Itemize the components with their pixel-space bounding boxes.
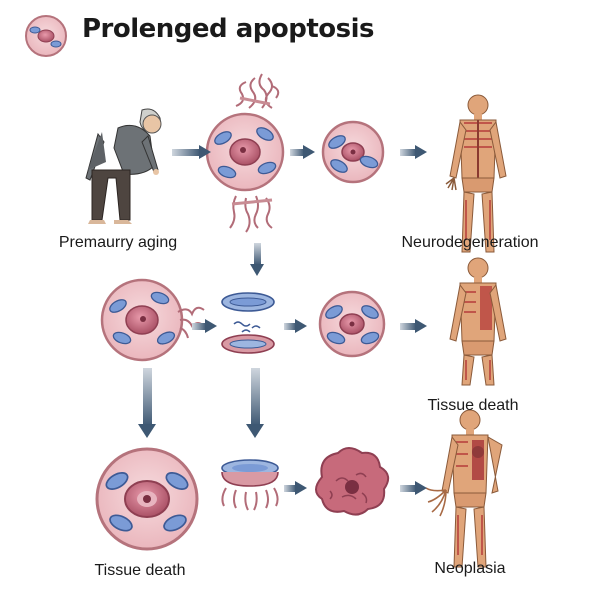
arrow-aging-to-cell xyxy=(172,145,211,159)
cell-top-left-healthy xyxy=(205,112,285,192)
label-premature-aging: Premaurry aging xyxy=(58,234,178,251)
arrow-cell-to-neuro xyxy=(400,145,427,159)
page-title: Prolenged apoptosis xyxy=(82,14,375,44)
cell-middle-left xyxy=(100,278,184,362)
cell-bottom-left-large xyxy=(95,447,199,551)
arrow-midleft-to-fragments xyxy=(192,319,217,333)
arrow-tumor-to-neoplasia xyxy=(400,481,427,495)
arrow-down-top-to-fragments xyxy=(250,243,264,276)
title-cell-icon xyxy=(25,15,67,57)
fragment-cluster-bottom xyxy=(229,195,273,233)
arrow-down-left xyxy=(138,368,156,438)
arrow-cell-to-cell-top xyxy=(290,145,315,159)
human-figure-tissue-death xyxy=(449,257,507,386)
label-neoplasia: Neoplasia xyxy=(434,560,506,577)
cell-middle-center xyxy=(318,290,386,358)
arrow-down-middle xyxy=(246,368,264,438)
tumor-mass xyxy=(315,447,390,516)
arrow-cup-to-tumor xyxy=(284,481,307,495)
label-tissue-death-right: Tissue death xyxy=(427,397,519,414)
arrow-midcell-to-tissue xyxy=(400,319,427,333)
label-tissue-death-left: Tissue death xyxy=(94,562,186,579)
human-figure-neoplasia xyxy=(425,409,503,568)
arrow-fragments-to-midcell xyxy=(284,319,307,333)
fragment-cluster-top xyxy=(235,73,280,109)
cell-top-middle xyxy=(321,120,385,184)
label-neurodegeneration: Neurodegeneration xyxy=(401,234,539,251)
cell-fragment-cup xyxy=(221,459,279,511)
elderly-person-figure xyxy=(85,108,162,224)
human-figure-neurodegeneration xyxy=(445,94,507,253)
cell-fragments-middle xyxy=(221,292,275,354)
